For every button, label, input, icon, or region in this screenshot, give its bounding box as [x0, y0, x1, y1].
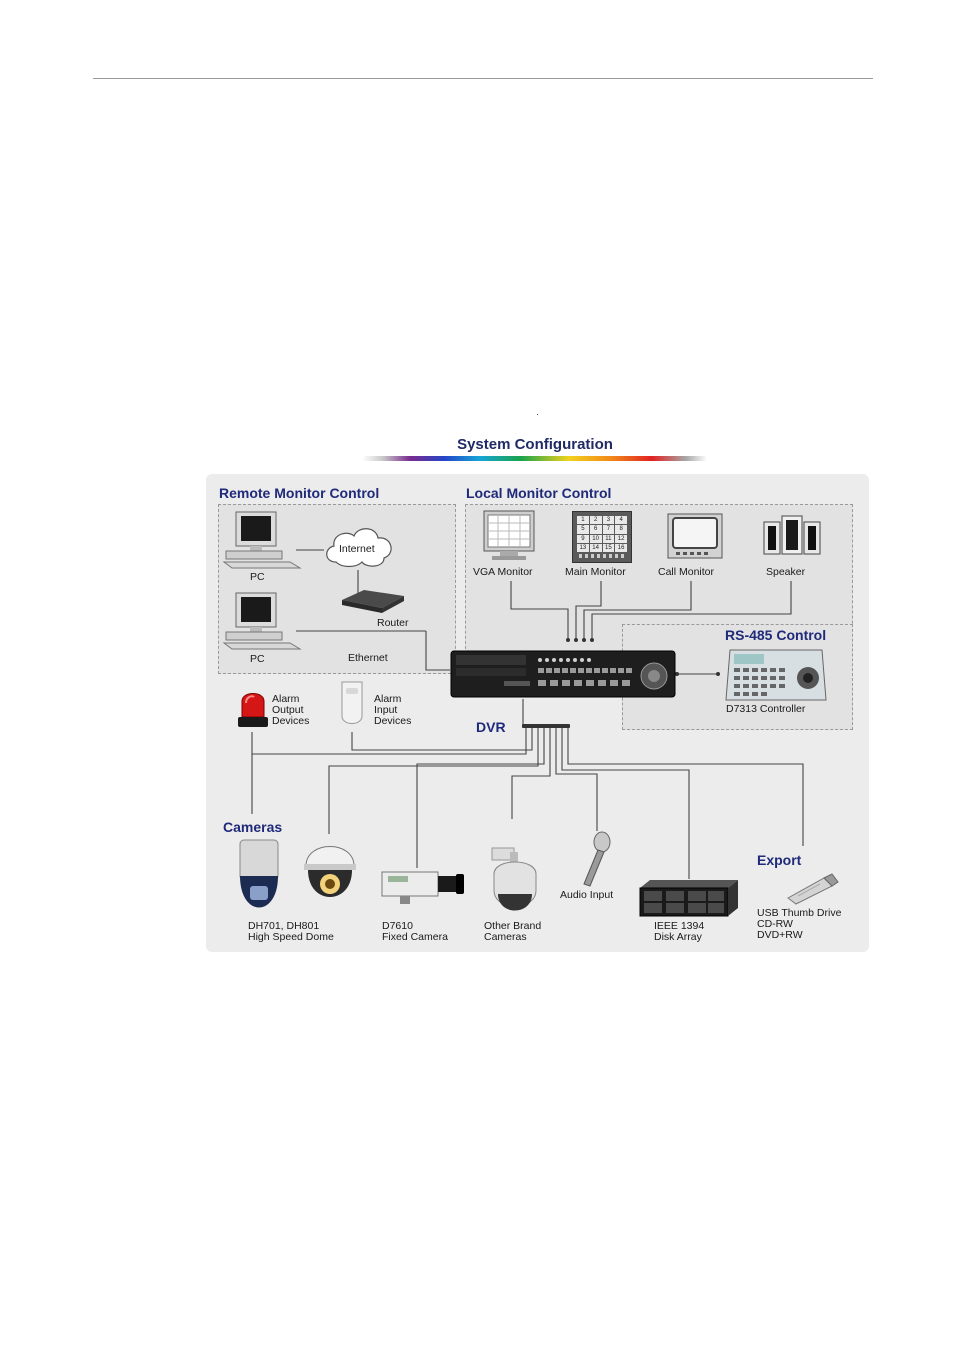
- main-monitor-cell: 8: [615, 525, 627, 534]
- dvr-heading: DVR: [476, 719, 506, 735]
- main-monitor-cell: 10: [589, 534, 602, 543]
- title-rainbow-underline: [362, 456, 707, 461]
- vga-monitor-icon: [483, 510, 535, 560]
- main-monitor-cell: 14: [589, 543, 602, 552]
- system-configuration-diagram: Remote Monitor Control Local Monitor Con…: [206, 474, 869, 952]
- remote-monitor-heading: Remote Monitor Control: [219, 485, 380, 501]
- alarm-sensor-icon: [341, 681, 363, 724]
- main-monitor-cell: 3: [602, 516, 615, 525]
- cameras-heading: Cameras: [223, 819, 283, 835]
- main-monitor-cell: 13: [577, 543, 589, 552]
- dome-camera-icon: [304, 846, 356, 897]
- d7313-controller-label: D7313 Controller: [726, 703, 806, 715]
- d7313-controller-icon[interactable]: [724, 646, 828, 704]
- disk-array-label-2: Disk Array: [654, 931, 702, 943]
- main-monitor-cell: 1: [577, 516, 589, 525]
- main-monitor-cell: 5: [577, 525, 589, 534]
- main-monitor-cell: 4: [615, 516, 627, 525]
- internet-cloud-icon: [326, 528, 392, 568]
- main-monitor-cell: 12: [615, 534, 627, 543]
- usb-drive-icon: [787, 873, 839, 905]
- alarm-input-label-2: Input: [374, 704, 398, 716]
- main-monitor-cell: 7: [602, 525, 615, 534]
- alarm-output-label-3: Devices: [272, 715, 310, 727]
- export-media-label-3: DVD+RW: [757, 929, 803, 941]
- disk-array-icon: [639, 880, 738, 917]
- alarm-light-icon: [238, 693, 268, 727]
- audio-input-label: Audio Input: [560, 889, 614, 901]
- main-monitor-cell: 11: [602, 534, 615, 543]
- local-monitor-heading: Local Monitor Control: [466, 485, 612, 501]
- other-cameras-label-2: Cameras: [484, 931, 527, 943]
- export-media-label-2: CD-RW: [757, 918, 793, 930]
- main-monitor-cell: 6: [589, 525, 602, 534]
- fixed-camera-label-2: Fixed Camera: [382, 931, 448, 943]
- ethernet-label: Ethernet: [348, 652, 388, 664]
- high-speed-dome-icon: [239, 839, 279, 908]
- speaker-label: Speaker: [766, 566, 806, 578]
- main-monitor-cell: 16: [615, 543, 627, 552]
- main-monitor-buttons: [579, 554, 625, 558]
- main-monitor-cell: 2: [589, 516, 602, 525]
- fixed-camera-icon: [381, 871, 464, 904]
- alarm-output-label-1: Alarm: [272, 693, 300, 705]
- call-monitor-label: Call Monitor: [658, 566, 715, 578]
- main-monitor-label: Main Monitor: [565, 566, 626, 578]
- pc-icon: [222, 511, 302, 569]
- export-media-label-1: USB Thumb Drive: [757, 907, 842, 919]
- pc-icon: [222, 592, 302, 650]
- fixed-camera-label-1: D7610: [382, 920, 413, 932]
- main-monitor-cell: 15: [602, 543, 615, 552]
- internet-label: Internet: [339, 543, 375, 555]
- dome-label-1: DH701, DH801: [248, 920, 320, 932]
- page-top-rule: [93, 78, 873, 79]
- connection-lines: [251, 549, 804, 879]
- dvr-unit-icon[interactable]: [450, 650, 676, 698]
- pc-label-1: PC: [250, 571, 265, 583]
- diagram-title: System Configuration: [457, 436, 613, 453]
- main-monitor-cell: 9: [577, 534, 589, 543]
- other-cameras-label-1: Other Brand: [484, 920, 542, 932]
- microphone-icon: [583, 831, 611, 887]
- rs485-heading: RS-485 Control: [725, 627, 827, 643]
- alarm-output-label-2: Output: [272, 704, 304, 716]
- router-icon: [342, 590, 404, 613]
- disk-array-label-1: IEEE 1394: [654, 920, 705, 932]
- dome-label-2: High Speed Dome: [248, 931, 334, 943]
- call-monitor-icon: [667, 513, 723, 559]
- vga-monitor-label: VGA Monitor: [473, 566, 533, 578]
- alarm-input-label-1: Alarm: [374, 693, 402, 705]
- pc-label-2: PC: [250, 653, 265, 665]
- alarm-input-label-3: Devices: [374, 715, 412, 727]
- speaker-icon: [763, 515, 821, 555]
- export-heading: Export: [757, 852, 802, 868]
- outdoor-dome-camera-icon: [491, 847, 537, 911]
- router-label: Router: [377, 617, 409, 629]
- stray-dot: [537, 414, 538, 415]
